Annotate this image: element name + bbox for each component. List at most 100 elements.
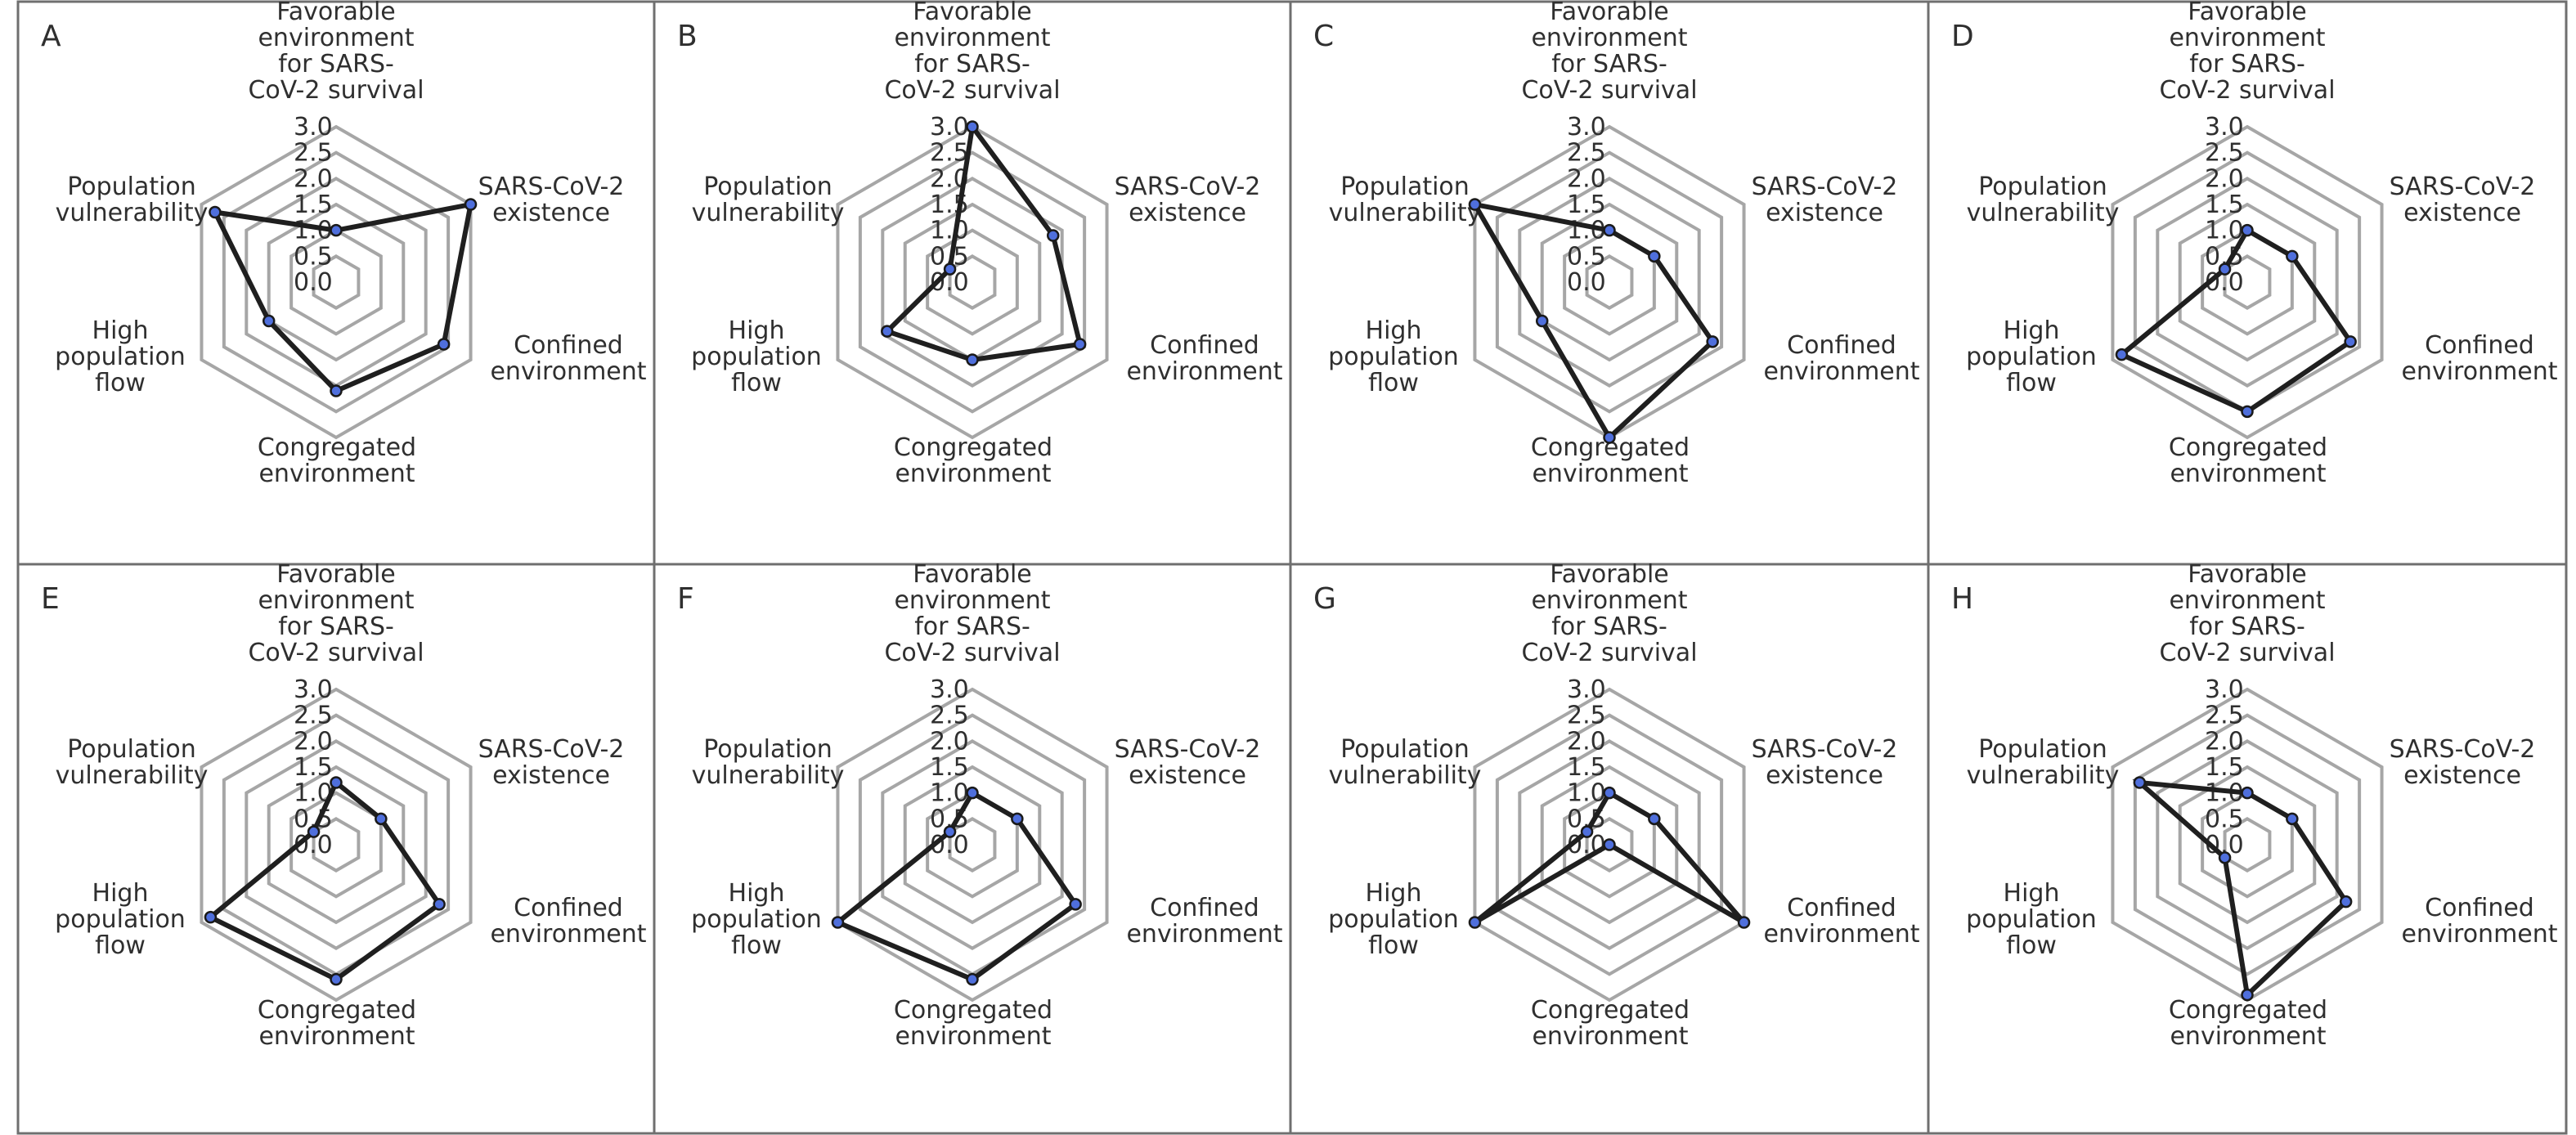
axis-label-line: High [2004,879,2060,908]
radial-tick-label: 2.5 [2205,702,2244,730]
radial-tick-label: 0.0 [1567,268,1606,297]
grid-ring [312,254,361,310]
panel-label: F [677,582,694,616]
grid-ring [222,150,451,414]
axis-label-line: vulnerability [1967,761,2120,790]
axis-label-line: Confined [1787,894,1896,922]
axis-label-line: environment [2170,460,2326,488]
panel-label: E [41,582,60,616]
axis-label-line: Confined [2425,894,2534,922]
series-point [2133,776,2147,789]
grid-ring [2223,817,2272,873]
series-point [966,972,979,986]
radial-tick-label: 0.5 [294,242,333,271]
axis-label-line: existence [1129,199,1246,227]
grid-ring [1518,177,1701,388]
series-point [1603,223,1616,237]
series-point [2115,348,2129,361]
axis-label-line: Favorable [1550,0,1669,26]
grid-ring [926,228,1019,336]
axis-label-line: Confined [1150,894,1259,922]
series-point [262,314,276,328]
axis-label-line: environment [1532,1022,1688,1051]
grid-ring [1540,765,1679,925]
panel-frame [653,563,1292,1135]
axis-label-line: environment [258,460,415,488]
axis-label-line: population [55,905,186,934]
grid-ring [2178,202,2317,362]
series-point [330,972,343,986]
panel-frame [16,0,656,566]
grid-ring [245,739,428,950]
radial-tick-label: 2.5 [294,139,333,168]
axis-label-line: CoV-2 survival [1521,639,1697,667]
axis-label-line: environment [895,460,1051,488]
axis-label-line: environment [2169,586,2325,615]
grid-ring [289,228,383,336]
axis-label-line: SARS-CoV-2 [1115,735,1261,764]
panel-frame [1927,563,2568,1135]
axis-label-line: environment [2170,1022,2326,1051]
series-point [943,825,957,838]
radial-tick-label: 2.5 [294,702,333,730]
axis-label-line: CoV-2 survival [248,639,424,667]
axis-label-line: existence [1766,199,1883,227]
axis-label-line: Confined [1150,331,1259,360]
grid-ring [1585,254,1634,310]
axis-label-line: High [729,879,785,908]
axis-label-line: existence [492,199,610,227]
series-point [2241,786,2254,800]
series-point [375,812,388,826]
grid-ring [903,765,1042,925]
axis-label-line: existence [1766,761,1883,790]
radial-tick-label: 2.0 [2205,164,2244,193]
radial-tick-label: 3.0 [2205,675,2244,704]
axis-label-line: flow [1368,931,1419,960]
series-point [2241,988,2254,1002]
panel-frame [16,563,656,1135]
radial-tick-label: 1.0 [930,779,969,808]
axis-label-line: SARS-CoV-2 [478,173,625,201]
axis-label-line: Favorable [276,0,396,26]
axis-label-line: environment [1531,586,1687,615]
panel-label: D [1951,20,1974,53]
axis-label-line: vulnerability [56,199,209,227]
series-point [330,223,343,237]
axis-label-line: SARS-CoV-2 [1752,173,1898,201]
radial-tick-label: 3.0 [2205,113,2244,141]
radial-tick-label: 2.5 [2205,139,2244,168]
axis-label-line: for SARS- [914,612,1030,641]
grid-ring [858,150,1087,414]
radial-tick-label: 3.0 [294,113,333,141]
series-point [330,776,343,789]
axis-label-line: Population [67,173,196,201]
axis-label-line: environment [1126,357,1282,386]
axis-label-line: Favorable [913,560,1032,589]
radial-tick-label: 3.0 [294,675,333,704]
axis-label-line: Population [1978,735,2107,764]
grid-ring [836,687,1109,1003]
axis-label-line: Congregated [258,996,416,1025]
axis-label-line: Congregated [894,996,1052,1025]
axis-label-line: Favorable [913,0,1032,26]
